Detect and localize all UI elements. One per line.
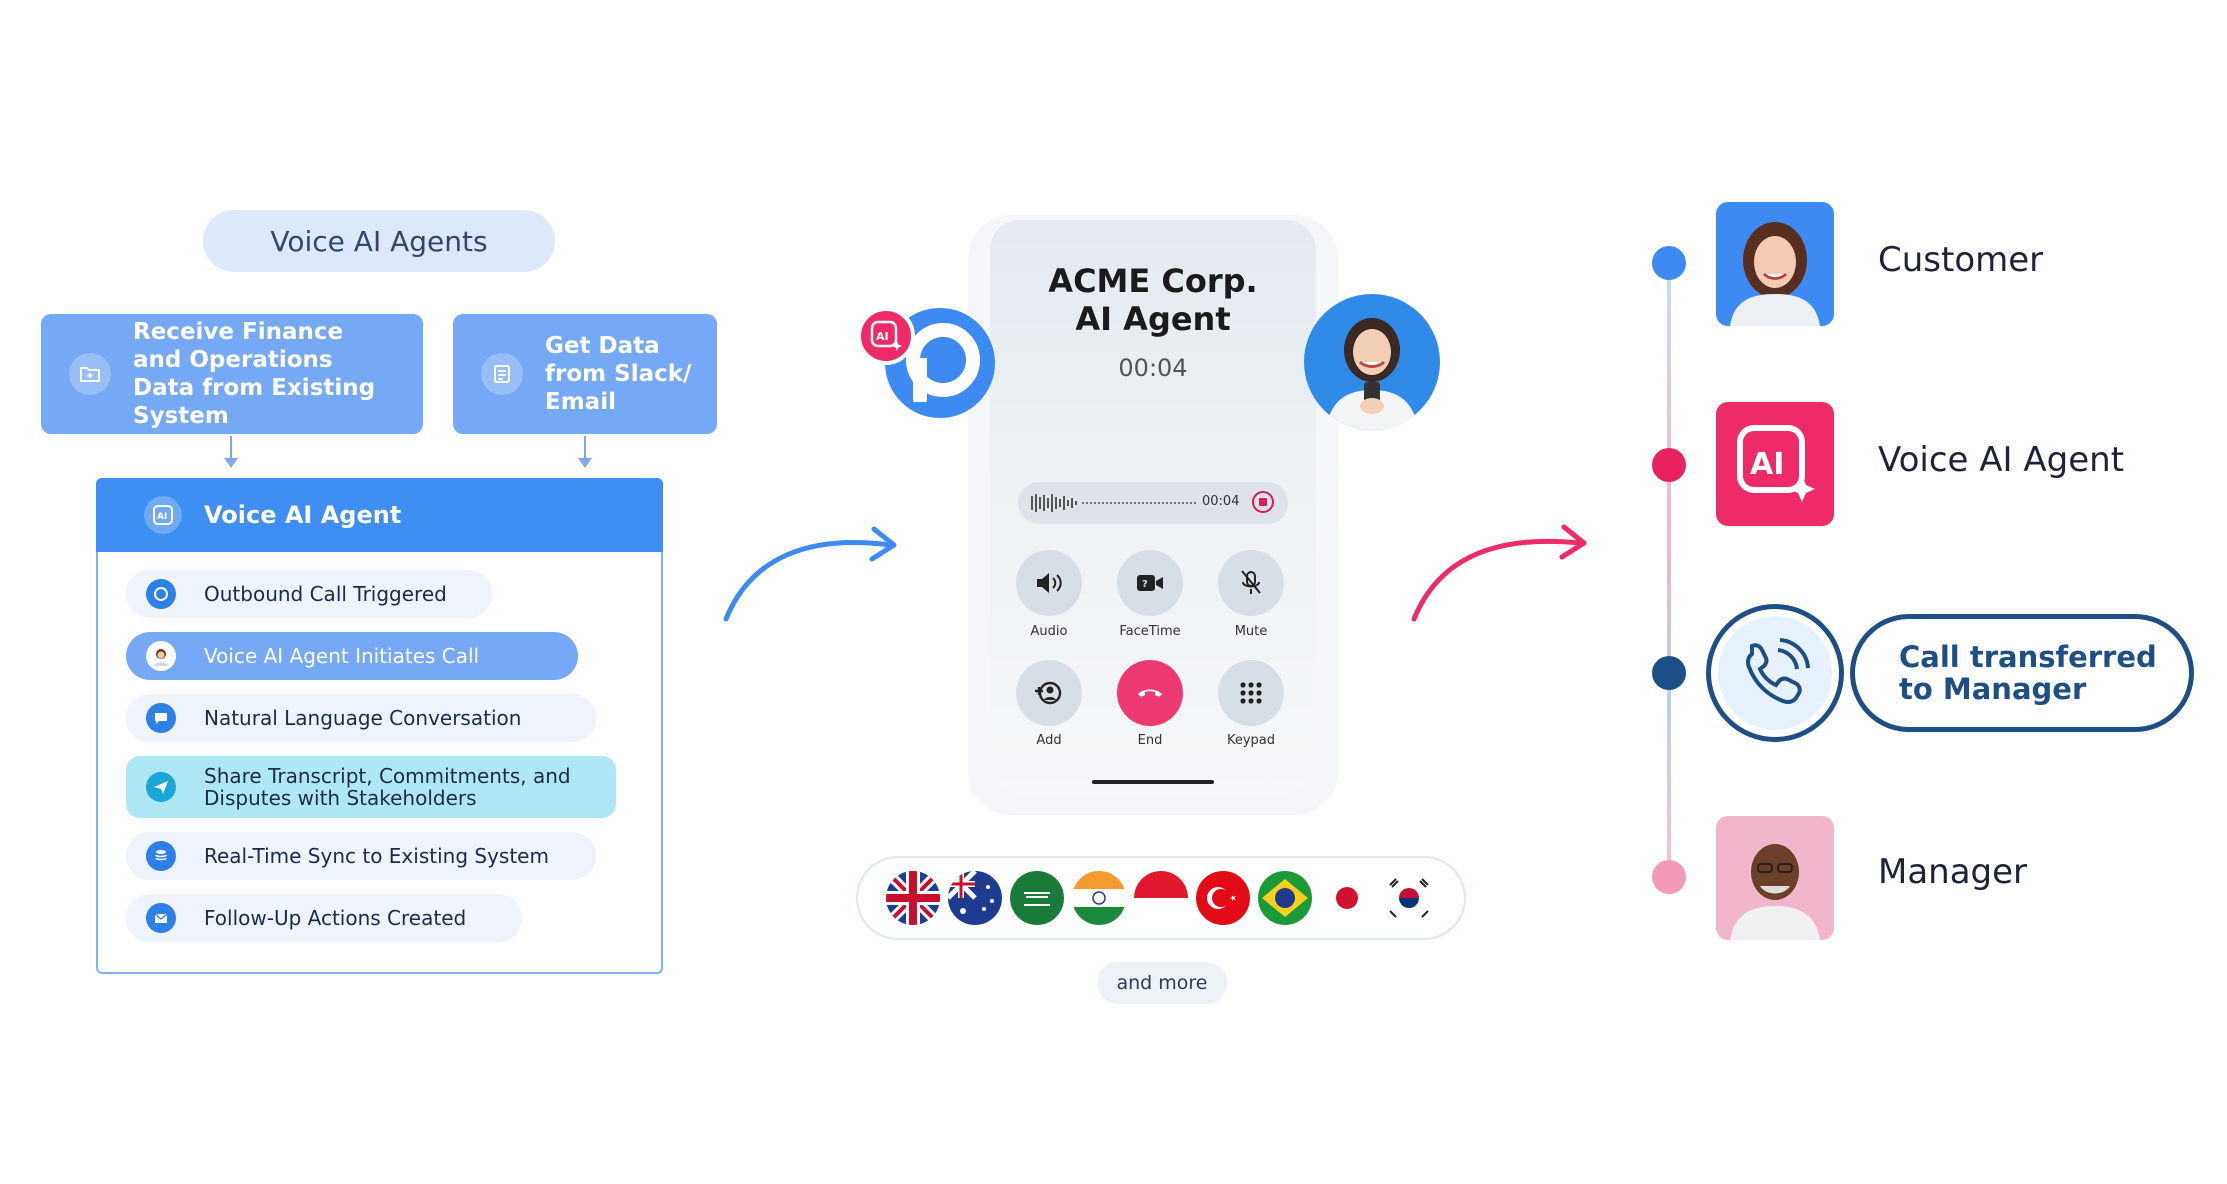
step-label: Voice AI Agent Initiates Call xyxy=(204,644,480,668)
phone-icon xyxy=(146,579,176,609)
turkey-flag-icon xyxy=(1196,871,1250,925)
source-label: Get Data from Slack/ Email xyxy=(545,333,692,415)
source-card-slack-email: Get Data from Slack/ Email xyxy=(453,314,717,434)
uk-flag-icon xyxy=(886,871,940,925)
and-more-pill: and more xyxy=(1097,962,1227,1004)
control-label: Mute xyxy=(1234,624,1268,639)
timeline-dot-agent xyxy=(1652,448,1686,482)
p-logo-icon xyxy=(906,323,980,402)
recording-time: 00:04 xyxy=(1202,494,1240,509)
caller-avatar xyxy=(1304,294,1440,430)
step-item: Share Transcript, Commitments, and Dispu… xyxy=(126,756,616,818)
database-icon xyxy=(146,841,176,871)
svg-text:AI: AI xyxy=(157,512,167,522)
indonesia-flag-icon xyxy=(1134,871,1188,925)
timeline-label-agent: Voice AI Agent xyxy=(1878,440,2125,480)
mail-icon xyxy=(146,903,176,933)
japan-flag-icon xyxy=(1320,871,1374,925)
facetime-button[interactable]: ? xyxy=(1117,550,1183,616)
control-label: End xyxy=(1137,733,1163,748)
document-icon xyxy=(481,353,523,395)
customer-avatar xyxy=(1716,202,1834,326)
timeline-dot-manager xyxy=(1652,860,1686,894)
timeline-label-customer: Customer xyxy=(1878,240,2044,280)
control-label: Audio xyxy=(1030,624,1068,639)
step-label: Outbound Call Triggered xyxy=(204,582,447,606)
customer-photo-icon xyxy=(1730,222,1820,326)
ai-tile-text: AI xyxy=(1750,447,1784,482)
step-label: Natural Language Conversation xyxy=(204,706,522,730)
caller-name-line1: ACME Corp. xyxy=(1048,262,1258,300)
transfer-line1: Call transferred xyxy=(1899,640,2157,674)
step-item: Real-Time Sync to Existing System xyxy=(126,832,596,880)
source-card-finance: Receive Finance and Operations Data from… xyxy=(41,314,423,434)
timeline-line xyxy=(1667,262,1671,876)
ai-sparkle-icon: AI xyxy=(1737,425,1815,502)
send-icon xyxy=(146,772,176,802)
section-title: Voice AI Agents xyxy=(270,224,488,258)
microphone-off-icon xyxy=(1241,570,1261,594)
agent-avatar-icon xyxy=(146,641,176,671)
ai-chip-icon: AI xyxy=(144,496,182,534)
south-korea-flag-icon xyxy=(1382,871,1436,925)
step-item: Outbound Call Triggered xyxy=(126,570,492,618)
manager-photo-icon xyxy=(1730,844,1820,940)
caller-name: ACME Corp. AI Agent xyxy=(990,262,1316,338)
step-label: Follow-Up Actions Created xyxy=(204,906,467,930)
flow-arrow xyxy=(578,436,592,468)
ai-sparkle-icon: AI xyxy=(870,320,902,351)
flow-arrow xyxy=(224,436,238,468)
curved-arrow-blue xyxy=(723,526,897,622)
speaker-icon xyxy=(1037,573,1062,593)
mute-button[interactable] xyxy=(1218,550,1284,616)
keypad-button[interactable] xyxy=(1218,660,1284,726)
home-indicator xyxy=(1092,780,1214,784)
australia-flag-icon xyxy=(948,871,1002,925)
source-label: Receive Finance and Operations Data from… xyxy=(133,319,376,429)
control-label: FaceTime xyxy=(1119,624,1181,639)
transfer-line2: to Manager xyxy=(1899,672,2087,706)
call-transferred-pill: Call transferred to Manager xyxy=(1850,614,2194,732)
india-flag-icon xyxy=(1072,871,1126,925)
folder-icon xyxy=(69,353,111,395)
timeline-label-manager: Manager xyxy=(1878,852,2028,892)
keypad-icon xyxy=(1240,682,1262,704)
ai-badge: AI xyxy=(857,307,915,365)
step-item: Natural Language Conversation xyxy=(126,694,596,742)
add-person-icon xyxy=(1035,681,1062,705)
stop-recording-button[interactable] xyxy=(1252,491,1274,513)
timeline-dot-transfer xyxy=(1652,656,1686,690)
step-item-active: Voice AI Agent Initiates Call xyxy=(126,632,578,680)
video-camera-icon: ? xyxy=(1137,575,1163,591)
agent-panel-title: Voice AI Agent xyxy=(204,501,402,529)
svg-text:?: ? xyxy=(1142,579,1148,590)
manager-avatar xyxy=(1716,816,1834,940)
section-title-pill: Voice AI Agents xyxy=(203,210,555,272)
voice-ai-agent-tile: AI xyxy=(1716,402,1834,526)
audio-button[interactable] xyxy=(1016,550,1082,616)
recording-bar xyxy=(1018,482,1288,524)
woman-photo-icon xyxy=(1326,318,1418,430)
brazil-flag-icon xyxy=(1258,871,1312,925)
add-call-button[interactable] xyxy=(1016,660,1082,726)
hang-up-icon xyxy=(1138,689,1162,697)
end-call-button[interactable] xyxy=(1117,660,1183,726)
ai-badge-text: AI xyxy=(876,330,889,343)
timeline-dot-customer xyxy=(1652,246,1686,280)
step-label: Share Transcript, Commitments, and Dispu… xyxy=(204,764,571,810)
call-timer: 00:04 xyxy=(1118,354,1188,382)
step-label: Real-Time Sync to Existing System xyxy=(204,844,549,868)
phone-call-icon xyxy=(1746,638,1810,704)
transfer-phone-circle xyxy=(1718,616,1832,730)
control-label: Keypad xyxy=(1226,733,1276,748)
control-label: Add xyxy=(1036,733,1062,748)
chat-icon xyxy=(146,703,176,733)
curved-arrow-pink xyxy=(1411,524,1587,622)
saudi-arabia-flag-icon xyxy=(1010,871,1064,925)
step-item: Follow-Up Actions Created xyxy=(126,894,522,942)
caller-name-line2: AI Agent xyxy=(1075,300,1231,338)
waveform-icon xyxy=(1031,494,1196,512)
agent-panel-header: AI Voice AI Agent xyxy=(96,478,663,552)
